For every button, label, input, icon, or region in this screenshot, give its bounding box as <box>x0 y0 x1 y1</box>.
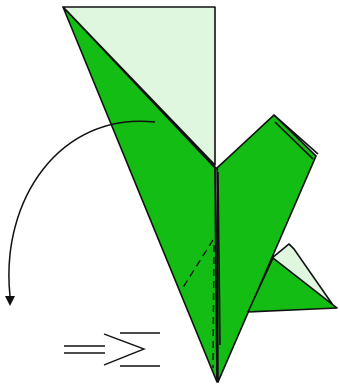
rotate-arrow-icon <box>8 120 156 297</box>
flip-symbol-icon <box>64 332 160 367</box>
dashed-fold-line-1 <box>181 239 214 290</box>
edge-line-right <box>273 114 319 155</box>
center-fold-line <box>214 167 218 383</box>
dashed-fold-line-2 <box>212 244 215 369</box>
edge-line-left <box>65 9 219 171</box>
front-flap-lower <box>247 257 338 313</box>
edge-line-right-inner <box>274 121 314 160</box>
center-fold-line-2 <box>217 171 221 346</box>
arrow-head <box>5 296 15 306</box>
front-panel-right <box>216 114 317 383</box>
